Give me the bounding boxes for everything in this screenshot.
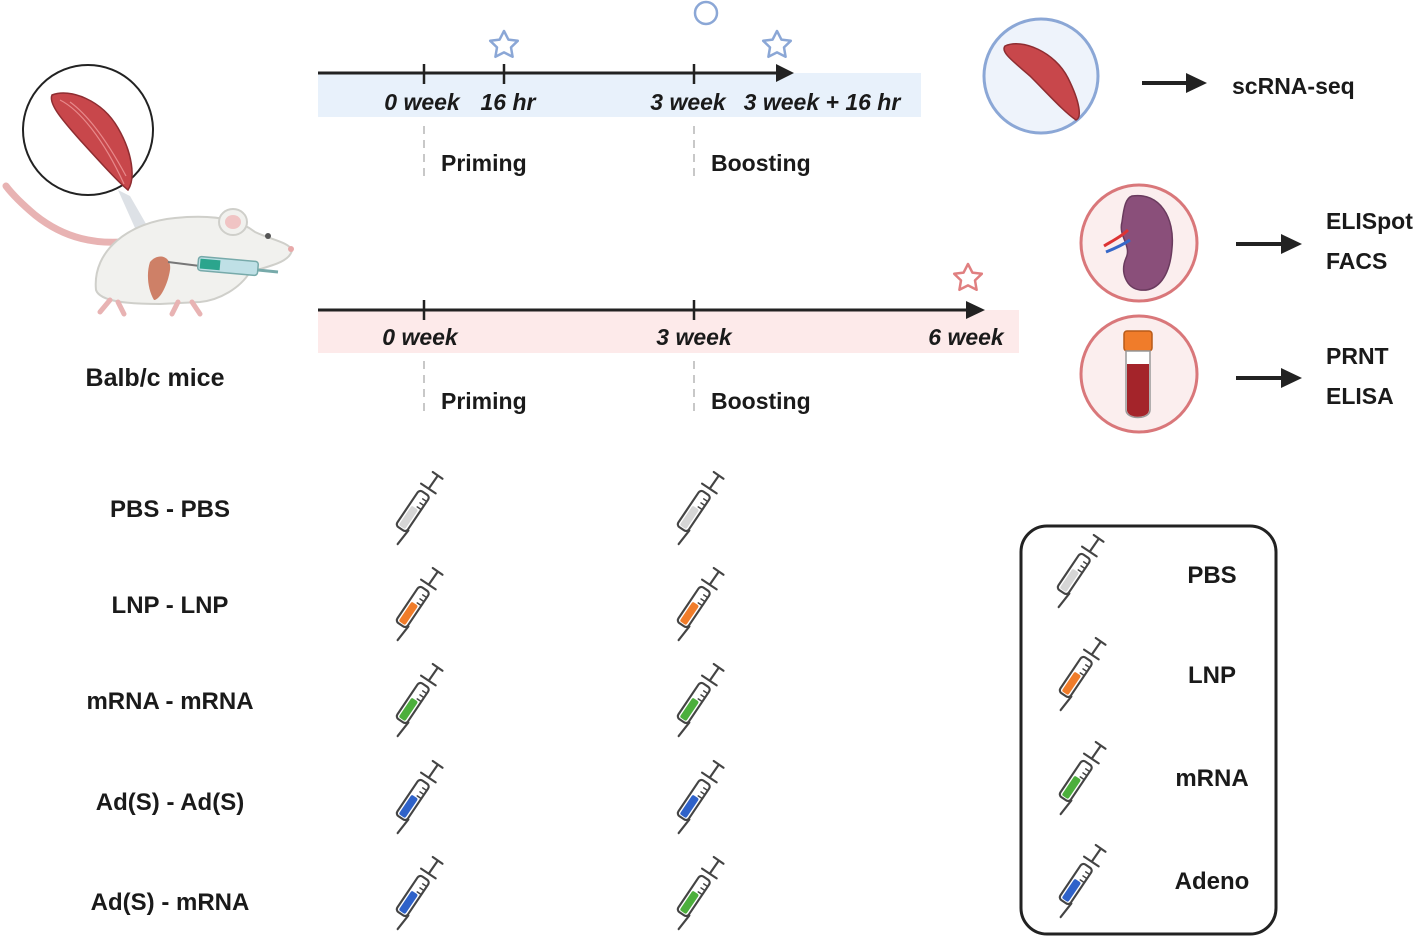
syringe-icon bbox=[395, 470, 444, 546]
readout-label: scRNA-seq bbox=[1232, 73, 1355, 99]
tick-label: 0 week bbox=[382, 324, 459, 350]
syringe-icon bbox=[395, 855, 444, 931]
mouse-nose bbox=[288, 246, 294, 252]
star-marker-icon bbox=[761, 29, 793, 59]
blood-fill bbox=[1127, 364, 1149, 417]
tube-cap-icon bbox=[1123, 330, 1153, 352]
syringe-icon bbox=[1058, 843, 1107, 919]
arrowhead-icon bbox=[776, 64, 794, 82]
phase-label-boosting: Boosting bbox=[711, 388, 811, 414]
mouse-illustration: Balb/c mice bbox=[2, 64, 294, 392]
tick-label: 3 week + 16 hr bbox=[744, 89, 902, 115]
syringe-icon bbox=[1058, 740, 1107, 816]
readout-label: ELISpot bbox=[1326, 208, 1413, 234]
arrow-right-icon bbox=[1186, 73, 1207, 93]
group-row: PBS - PBS bbox=[110, 470, 725, 546]
arrow-right-icon bbox=[1281, 368, 1302, 388]
readout-muscle: scRNA-seq bbox=[982, 17, 1355, 135]
group-label: LNP - LNP bbox=[112, 592, 229, 619]
group-row: LNP - LNP bbox=[112, 566, 725, 642]
syringe-icon bbox=[395, 662, 444, 738]
muscle-icon bbox=[50, 92, 133, 192]
syringe-icon bbox=[1056, 533, 1105, 609]
phase-label-priming: Priming bbox=[441, 388, 527, 414]
syringe-icon bbox=[1058, 636, 1107, 712]
injection-syringe-icon bbox=[167, 255, 279, 277]
arrowhead-icon bbox=[966, 301, 985, 319]
tick-label: 16 hr bbox=[481, 89, 537, 115]
treatment-groups: PBS - PBS LNP - LNP mRNA - mRNA Ad(S) - … bbox=[86, 470, 725, 931]
group-label: PBS - PBS bbox=[110, 496, 230, 523]
syringe-icon bbox=[395, 759, 444, 835]
group-label: Ad(S) - Ad(S) bbox=[96, 789, 244, 816]
group-label: Ad(S) - mRNA bbox=[91, 889, 250, 916]
tick-label: 0 week bbox=[384, 89, 461, 115]
syringe-icon bbox=[676, 759, 725, 835]
muscle-fiber bbox=[59, 99, 125, 185]
group-row: Ad(S) - mRNA bbox=[91, 855, 725, 931]
phase-label-boosting: Boosting bbox=[711, 150, 811, 176]
timeline-band-top bbox=[318, 73, 921, 117]
muscle-fiber bbox=[69, 101, 127, 177]
syringe-icon bbox=[676, 662, 725, 738]
timeline-band-bottom bbox=[318, 310, 1019, 353]
star-marker-icon bbox=[488, 29, 520, 59]
mouse-strain-label: Balb/c mice bbox=[86, 364, 225, 392]
readout-label: FACS bbox=[1326, 248, 1387, 274]
leg-muscle bbox=[147, 256, 171, 300]
mouse-ear-inner bbox=[225, 215, 241, 229]
legend-label: LNP bbox=[1188, 662, 1236, 689]
readout-spleen: ELISpot FACS bbox=[1079, 183, 1413, 303]
legend: PBS LNP mRNA Adeno bbox=[1019, 524, 1278, 936]
syringe-icon bbox=[395, 566, 444, 642]
spleen-icon bbox=[1120, 194, 1174, 291]
group-label: mRNA - mRNA bbox=[86, 688, 253, 715]
tick-label: 6 week bbox=[928, 324, 1005, 350]
mouse-eye bbox=[265, 233, 271, 239]
tick-label: 3 week bbox=[656, 324, 733, 350]
legend-label: Adeno bbox=[1175, 868, 1250, 895]
legend-label: PBS bbox=[1187, 562, 1236, 589]
legend-label: mRNA bbox=[1175, 765, 1248, 792]
arrow-right-icon bbox=[1281, 234, 1302, 254]
star-marker-icon bbox=[952, 262, 984, 292]
artery bbox=[1103, 228, 1130, 248]
legend-box bbox=[1019, 524, 1278, 936]
readout-label: ELISA bbox=[1326, 383, 1394, 409]
readout-blood: PRNT ELISA bbox=[1079, 314, 1394, 434]
group-row: Ad(S) - Ad(S) bbox=[96, 759, 725, 835]
muscle-icon bbox=[1003, 43, 1081, 121]
syringe-icon bbox=[676, 566, 725, 642]
syringe-icon bbox=[676, 855, 725, 931]
readout-label: PRNT bbox=[1326, 343, 1389, 369]
mouse-tail bbox=[2, 182, 154, 246]
circle-marker-icon bbox=[693, 0, 719, 26]
group-row: mRNA - mRNA bbox=[86, 662, 725, 738]
phase-label-priming: Priming bbox=[441, 150, 527, 176]
mouse-feet bbox=[97, 297, 203, 317]
mouse-body bbox=[94, 215, 294, 306]
timeline-top: 0 week 16 hr 3 week 3 week + 16 hr Primi… bbox=[318, 0, 921, 176]
timeline-bottom: 0 week 3 week 6 week Priming Boosting bbox=[318, 262, 1019, 414]
syringe-icon bbox=[676, 470, 725, 546]
tick-label: 3 week bbox=[650, 89, 727, 115]
vein bbox=[1105, 238, 1131, 254]
